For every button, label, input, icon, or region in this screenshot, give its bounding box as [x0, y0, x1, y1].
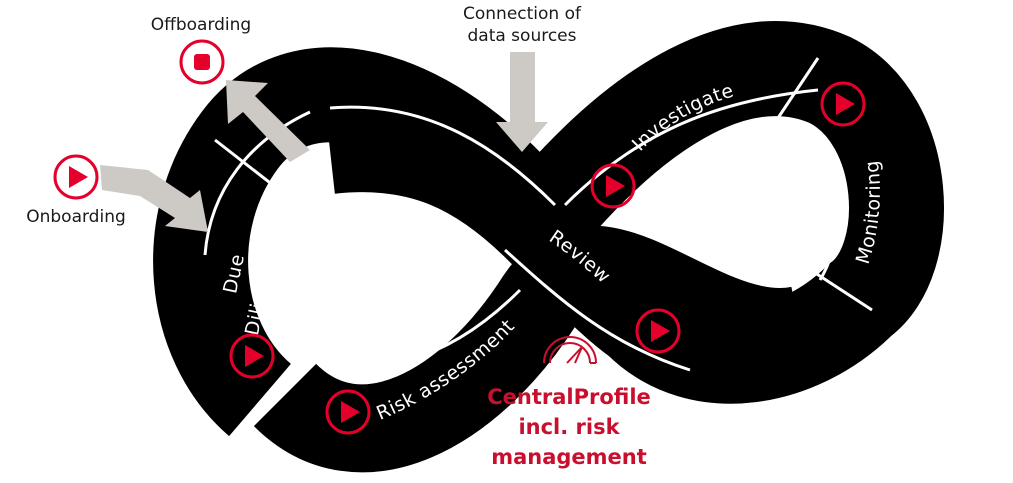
connection-label-line1: Connection of: [463, 4, 582, 24]
center-label-line1: CentralProfile: [487, 385, 651, 409]
onboarding-play-icon[interactable]: [53, 154, 99, 200]
gauge-icon: [543, 336, 597, 364]
connection-label-line2: data sources: [467, 26, 576, 46]
onboarding-label: Onboarding: [26, 207, 126, 227]
stop-icon[interactable]: [179, 39, 225, 85]
ribbon-right-loop: [524, 21, 944, 404]
arrow-offboarding: [226, 80, 310, 162]
offboarding-label: Offboarding: [151, 15, 251, 35]
arrow-connection: [496, 52, 548, 152]
arrow-onboarding: [100, 165, 208, 232]
center-label-line2: incl. risk: [518, 415, 620, 439]
center-label-line3: management: [491, 445, 647, 469]
ribbon-front-crossing: [325, 104, 710, 394]
